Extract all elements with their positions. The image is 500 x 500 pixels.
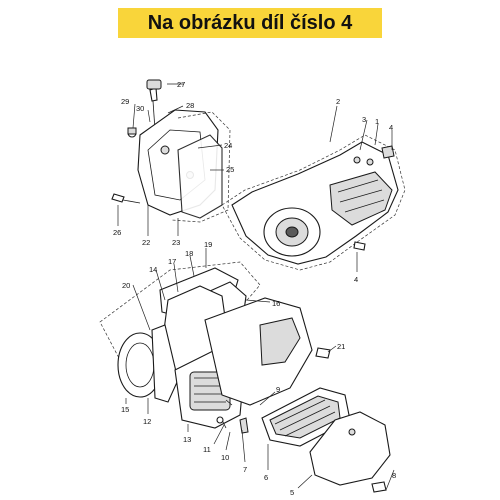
callout-30: 30 xyxy=(136,104,144,113)
callout-10: 10 xyxy=(221,453,229,462)
crankcase-cover-group xyxy=(221,134,406,271)
callout-21: 21 xyxy=(337,342,345,351)
callout-12: 12 xyxy=(143,417,151,426)
callout-8: 8 xyxy=(392,471,396,480)
callout-4-bottom: 4 xyxy=(354,275,358,284)
banner-title: Na obrázku díl číslo 4 xyxy=(147,11,353,34)
callout-13: 13 xyxy=(183,435,191,444)
callout-25: 25 xyxy=(226,165,234,174)
title-banner: Na obrázku díl číslo 4 xyxy=(118,8,382,38)
callout-4-top: 4 xyxy=(389,123,393,132)
callout-14: 14 xyxy=(149,265,157,274)
callout-27: 27 xyxy=(177,80,185,89)
callout-15: 15 xyxy=(121,405,129,414)
callout-22: 22 xyxy=(142,238,150,247)
callout-11: 11 xyxy=(203,445,211,454)
callout-3: 3 xyxy=(362,115,366,124)
middle-cover-group xyxy=(99,261,331,429)
callout-20: 20 xyxy=(122,281,130,290)
callout-23: 23 xyxy=(172,238,180,247)
callout-5: 5 xyxy=(290,488,294,497)
leader-lines xyxy=(117,83,395,491)
callout-29: 29 xyxy=(121,97,129,106)
callout-28: 28 xyxy=(186,101,194,110)
callout-1: 1 xyxy=(375,117,379,126)
callout-17: 17 xyxy=(168,257,176,266)
dipstick-cover-group xyxy=(111,79,231,223)
callout-26: 26 xyxy=(113,228,121,237)
callout-6: 6 xyxy=(264,473,268,482)
callout-labels: 1 2 3 4 4 5 6 7 8 9 10 11 12 13 14 15 16… xyxy=(113,80,396,497)
callout-16: 16 xyxy=(272,299,280,308)
callout-19: 19 xyxy=(204,240,212,249)
bottom-cover-group xyxy=(216,387,391,493)
callout-18: 18 xyxy=(185,249,193,258)
callout-2: 2 xyxy=(336,97,340,106)
callout-9: 9 xyxy=(276,385,280,394)
callout-7: 7 xyxy=(243,465,247,474)
callout-24: 24 xyxy=(224,141,232,150)
